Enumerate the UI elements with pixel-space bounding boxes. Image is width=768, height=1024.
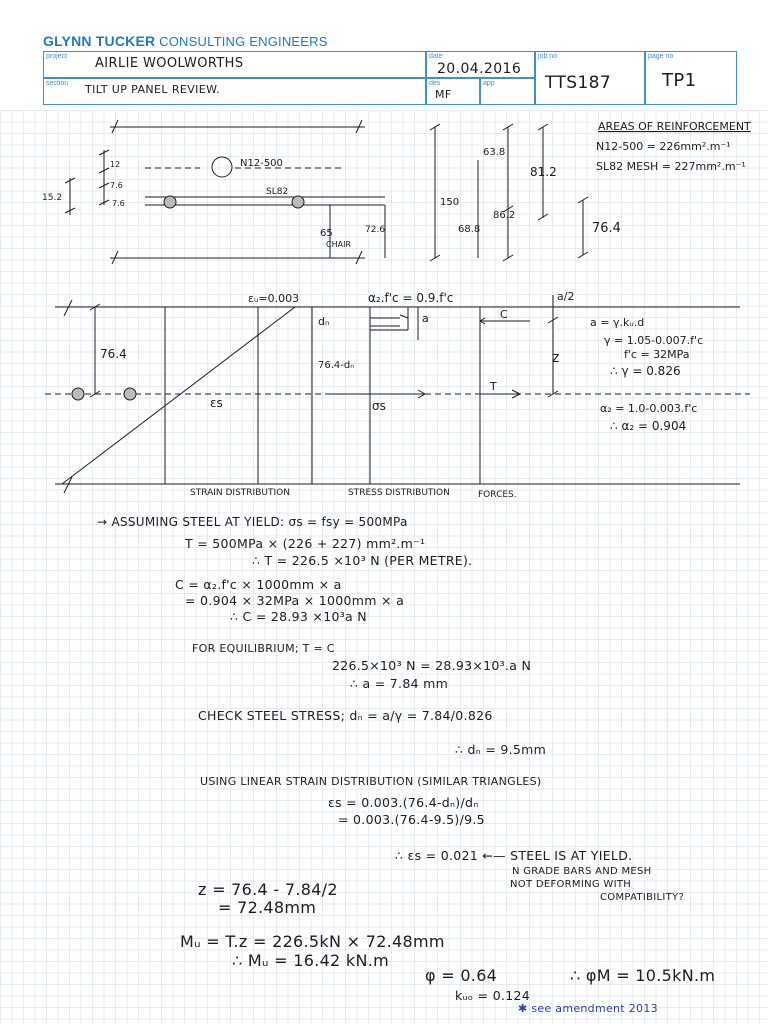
svg-text:86.2: 86.2	[493, 210, 515, 221]
svg-text:εᵤ=0.003: εᵤ=0.003	[248, 292, 299, 305]
svg-text:a = γ.kᵤ.d: a = γ.kᵤ.d	[590, 316, 644, 329]
calc-line-1: → ASSUMING STEEL AT YIELD: σs = fsy = 50…	[97, 515, 408, 529]
svg-text:7.6: 7.6	[110, 181, 123, 190]
svg-text:FORCES.: FORCES.	[478, 490, 517, 500]
calc-line-22: ∴ Mᵤ = 16.42 kN.m	[232, 951, 390, 970]
svg-text:f'c = 32MPa: f'c = 32MPa	[624, 348, 690, 361]
calc-line-21: Mᵤ = T.z = 226.5kN × 72.48mm	[180, 932, 445, 951]
calc-line-12: USING LINEAR STRAIN DISTRIBUTION (SIMILA…	[200, 775, 542, 788]
svg-text:76.4: 76.4	[592, 221, 621, 236]
svg-text:α₂ = 1.0-0.003.f'c: α₂ = 1.0-0.003.f'c	[600, 402, 697, 415]
svg-text:76.4: 76.4	[100, 347, 127, 361]
areas-line-2: SL82 MESH = 227mm².m⁻¹	[596, 160, 746, 173]
svg-text:T: T	[489, 380, 497, 393]
section-value: TILT UP PANEL REVIEW.	[85, 83, 221, 96]
header-app-box	[480, 78, 535, 105]
svg-text:a/2: a/2	[557, 290, 574, 303]
svg-text:76.4-dₙ: 76.4-dₙ	[318, 360, 354, 371]
svg-text:γ = 1.05-0.007.f'c: γ = 1.05-0.007.f'c	[604, 334, 703, 347]
svg-text:150: 150	[440, 197, 459, 208]
mesh-label: SL82	[266, 187, 288, 197]
svg-text:STRESS DISTRIBUTION: STRESS DISTRIBUTION	[348, 488, 450, 498]
date-value: 20.04.2016	[437, 61, 522, 77]
calc-line-9: ∴ a = 7.84 mm	[350, 676, 449, 691]
svg-text:∴ α₂ = 0.904: ∴ α₂ = 0.904	[610, 419, 686, 433]
svg-text:12: 12	[110, 160, 120, 169]
label-app: app	[483, 80, 495, 87]
project-value: AIRLIE WOOLWORTHS	[95, 56, 244, 71]
calc-line-19: z = 76.4 - 7.84/2	[198, 880, 338, 899]
label-section: section	[46, 80, 69, 87]
svg-text:z: z	[552, 350, 559, 366]
svg-text:STRAIN DISTRIBUTION: STRAIN DISTRIBUTION	[190, 488, 290, 498]
label-project: project	[46, 53, 68, 60]
header-date-box	[426, 51, 535, 78]
amendment-note: ✱ see amendment 2013	[518, 1002, 658, 1015]
calc-line-10: CHECK STEEL STRESS; dₙ = a/γ = 7.84/0.82…	[198, 708, 493, 723]
calc-line-11: ∴ dₙ = 9.5mm	[455, 742, 547, 757]
svg-text:C: C	[500, 308, 508, 321]
calc-line-20: = 72.48mm	[218, 898, 317, 917]
calc-line-8: 226.5×10³ N = 28.93×10³.a N	[332, 658, 532, 673]
svg-text:15.2: 15.2	[42, 193, 62, 203]
svg-text:εs: εs	[210, 396, 223, 410]
calc-line-18: COMPATIBILITY?	[600, 892, 685, 903]
calc-line-4: C = α₂.f'c × 1000mm × a	[175, 577, 342, 592]
svg-text:α₂.f'c = 0.9.f'c: α₂.f'c = 0.9.f'c	[368, 291, 453, 305]
calc-line-23: φ = 0.64	[425, 966, 498, 985]
header-project-box	[43, 51, 426, 78]
label-date: date	[429, 53, 443, 60]
svg-text:72.6: 72.6	[365, 225, 385, 235]
svg-text:81.2: 81.2	[530, 165, 557, 179]
calc-line-15: ∴ εs = 0.021 ←— STEEL IS AT YIELD.	[395, 848, 633, 863]
label-job-no: job no	[538, 53, 558, 60]
company-logo: GLYNN TUCKER CONSULTING ENGINEERS	[43, 33, 328, 49]
header-des-box	[426, 78, 480, 105]
calc-line-14: = 0.003.(76.4-9.5)/9.5	[338, 812, 485, 827]
calc-line-17: NOT DEFORMING WITH	[510, 879, 632, 890]
svg-text:σs: σs	[372, 399, 386, 413]
graph-paper-grid	[0, 110, 768, 1024]
areas-title: AREAS OF REINFORCEMENT	[598, 120, 751, 133]
calc-line-23b: ∴ φM = 10.5kN.m	[570, 966, 716, 985]
label-page-no: page no	[648, 53, 674, 60]
svg-text:63.8: 63.8	[483, 147, 505, 158]
calc-line-24: kᵤₒ = 0.124	[455, 988, 530, 1003]
calc-line-7: FOR EQUILIBRIUM; T = C	[192, 642, 335, 655]
svg-text:CHAIR: CHAIR	[326, 240, 351, 249]
svg-text:68.8: 68.8	[458, 224, 480, 235]
calc-line-2: T = 500MPa × (226 + 227) mm².m⁻¹	[185, 536, 426, 551]
calc-line-16: N GRADE BARS AND MESH	[512, 866, 652, 877]
header-pageno-box	[645, 51, 737, 105]
des-value: MF	[435, 88, 452, 101]
calc-line-5: = 0.904 × 32MPa × 1000mm × a	[185, 593, 405, 608]
job-no-value: TTS187	[545, 73, 612, 93]
calc-line-3: ∴ T = 226.5 ×10³ N (PER METRE).	[252, 553, 473, 568]
areas-line-1: N12-500 = 226mm².m⁻¹	[596, 140, 731, 153]
calc-line-6: ∴ C = 28.93 ×10³a N	[230, 609, 367, 624]
bar-label: N12-500	[240, 158, 283, 169]
svg-text:65: 65	[320, 228, 333, 239]
svg-text:dₙ: dₙ	[318, 315, 329, 328]
calc-line-13: εs = 0.003.(76.4-dₙ)/dₙ	[328, 795, 479, 810]
svg-text:7.6: 7.6	[112, 199, 125, 208]
svg-text:a: a	[422, 312, 429, 325]
label-des: des	[429, 80, 441, 87]
header-jobno-box	[535, 51, 645, 105]
svg-text:∴ γ = 0.826: ∴ γ = 0.826	[610, 364, 681, 378]
page-no-value: TP1	[662, 70, 697, 91]
header-section-box	[43, 78, 426, 105]
